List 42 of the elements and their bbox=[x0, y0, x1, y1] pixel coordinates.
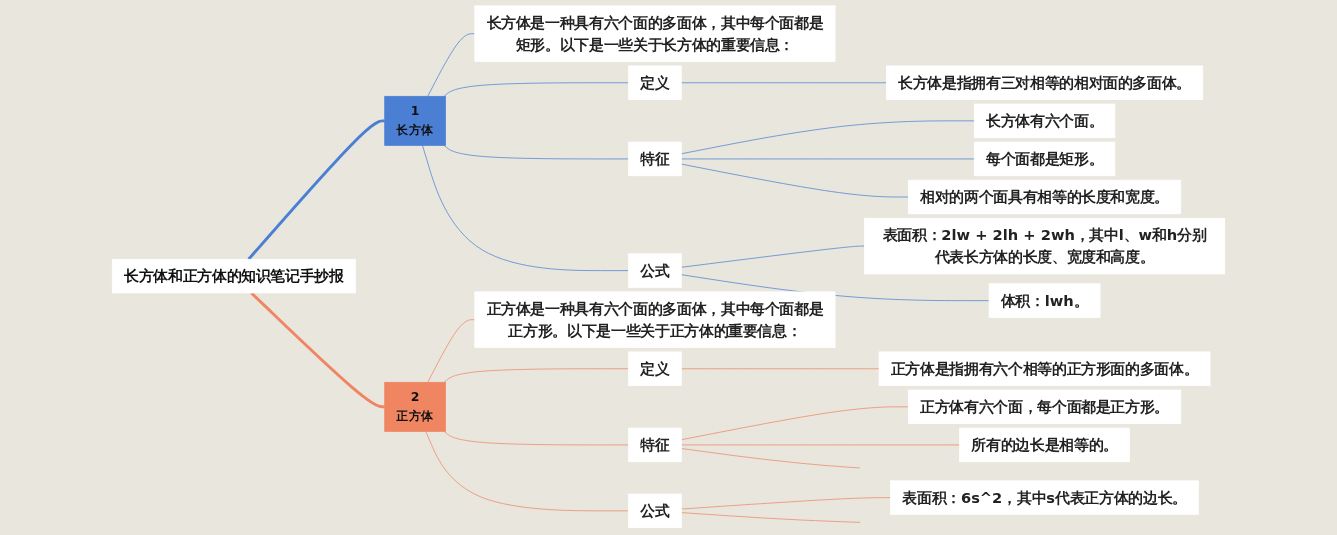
topic-box: 长方体是一种具有六个面的多面体，其中每个面都是矩形。以下是一些关于长方体的重要信息： bbox=[474, 5, 836, 62]
branch-line bbox=[250, 291, 385, 409]
branch-line bbox=[680, 245, 865, 268]
topic-box: 特征 bbox=[628, 141, 682, 177]
branch-line bbox=[443, 82, 629, 97]
topic-box: 特征 bbox=[628, 427, 682, 463]
branch-line bbox=[425, 431, 629, 512]
topic-box: 体积：lwh。 bbox=[988, 283, 1101, 318]
topic-box: 长方体有六个面。 bbox=[973, 103, 1116, 139]
branch-line bbox=[680, 444, 960, 446]
topic-box: 表面积：6s^2，其中s代表正方体的边长。 bbox=[890, 480, 1199, 515]
branch-line bbox=[680, 368, 880, 370]
branch-line bbox=[680, 406, 909, 441]
branch-line bbox=[680, 512, 861, 523]
topic-box: 相对的两个面具有相等的长度和宽度。 bbox=[908, 179, 1182, 215]
branch-line bbox=[427, 33, 476, 97]
topic-box: 2 正方体 bbox=[384, 381, 446, 432]
topic-box: 正方体有六个面，每个面都是正方形。 bbox=[908, 389, 1182, 425]
branch-line bbox=[680, 82, 887, 84]
branch-line bbox=[422, 145, 629, 271]
branch-line bbox=[680, 497, 891, 510]
topic-box: 正方体是一种具有六个面的多面体，其中每个面都是正方形。以下是一些关于正方体的重要信息： bbox=[474, 291, 836, 348]
topic-box: 定义 bbox=[628, 65, 682, 100]
branch-line bbox=[443, 145, 629, 160]
topic-box: 定义 bbox=[628, 351, 682, 386]
topic-box: 公式 bbox=[628, 253, 682, 288]
topic-box: 所有的边长是相等的。 bbox=[959, 427, 1130, 463]
topic-box: 表面积：2lw + 2lh + 2wh，其中l、w和h分别代表长方体的长度、宽度和高度。 bbox=[864, 217, 1226, 275]
central-topic: 长方体和正方体的知识笔记手抄报 bbox=[111, 258, 356, 294]
branch-line bbox=[247, 119, 385, 261]
topic-box: 长方体是指拥有三对相等的相对面的多面体。 bbox=[886, 65, 1204, 100]
branch-line bbox=[443, 431, 629, 446]
branch-line bbox=[680, 120, 975, 155]
topic-box: 公式 bbox=[628, 493, 682, 529]
branch-line bbox=[427, 319, 476, 383]
topic-box: 1 长方体 bbox=[384, 95, 446, 146]
branch-line bbox=[680, 158, 975, 160]
topic-box: 正方体是指拥有六个相等的正方形面的多面体。 bbox=[878, 351, 1211, 386]
branch-line bbox=[443, 368, 629, 383]
branch-line bbox=[680, 448, 861, 469]
topic-box: 每个面都是矩形。 bbox=[973, 141, 1116, 177]
branch-line bbox=[680, 163, 909, 198]
